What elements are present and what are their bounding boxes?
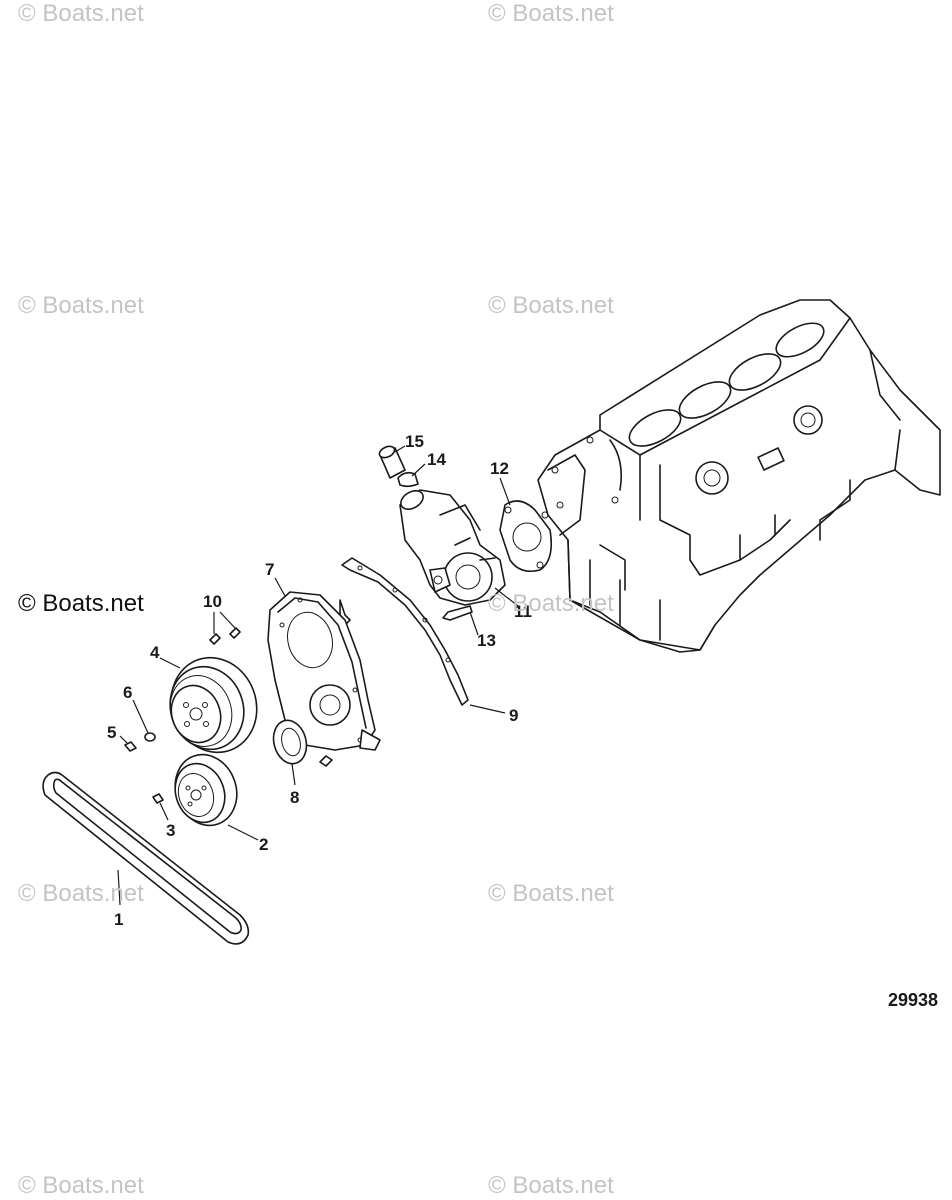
- callout-12: 12: [490, 459, 509, 478]
- watermark: © Boats.net: [18, 590, 144, 617]
- water-pump-gasket: [499, 500, 553, 573]
- crankshaft-pulley: [169, 656, 258, 754]
- callout-7: 7: [265, 560, 274, 579]
- callout-5: 5: [107, 723, 116, 742]
- engine-block: [537, 299, 941, 653]
- callout-2: 2: [259, 835, 268, 854]
- callout-9: 9: [509, 706, 518, 725]
- pulley-bolt-6: [144, 732, 156, 742]
- pump-bolt: [442, 605, 473, 621]
- watermark: © Boats.net: [18, 880, 144, 907]
- callout-13: 13: [477, 631, 496, 650]
- drive-belt: [42, 771, 250, 945]
- callout-1: 1: [114, 910, 123, 929]
- crank-seal: [272, 719, 308, 765]
- cover-bolt: [319, 755, 333, 767]
- callout-leaders: [117, 445, 519, 906]
- callout-8: 8: [290, 788, 299, 807]
- timing-cover: [267, 591, 381, 751]
- callout-4: 4: [150, 643, 160, 662]
- callout-11: 11: [514, 602, 532, 621]
- callout-14: 14: [427, 450, 446, 469]
- callout-6: 6: [123, 683, 132, 702]
- figure-number: 29938: [887, 990, 938, 1010]
- watermark: © Boats.net: [18, 292, 144, 319]
- hose-and-clamp: [378, 445, 419, 488]
- watermark: © Boats.net: [488, 1172, 614, 1199]
- watermark: © Boats.net: [488, 590, 614, 617]
- watermark: © Boats.net: [488, 880, 614, 907]
- water-pump: [399, 489, 506, 606]
- watermark: © Boats.net: [18, 1172, 144, 1199]
- watermark: © Boats.net: [488, 0, 614, 27]
- watermark: © Boats.net: [488, 292, 614, 319]
- cover-screws: [209, 627, 241, 645]
- watermark: © Boats.net: [18, 0, 144, 27]
- pulley-bolt-5: [124, 741, 137, 752]
- callout-3: 3: [166, 821, 175, 840]
- callout-15: 15: [405, 432, 424, 451]
- harmonic-balancer: [174, 753, 238, 827]
- callout-numbers: 1 2 3 4 5 6 7 8 9 10 11 12 13 14 15: [107, 432, 532, 929]
- pulley-bolt-3: [152, 793, 164, 804]
- callout-10: 10: [203, 592, 222, 611]
